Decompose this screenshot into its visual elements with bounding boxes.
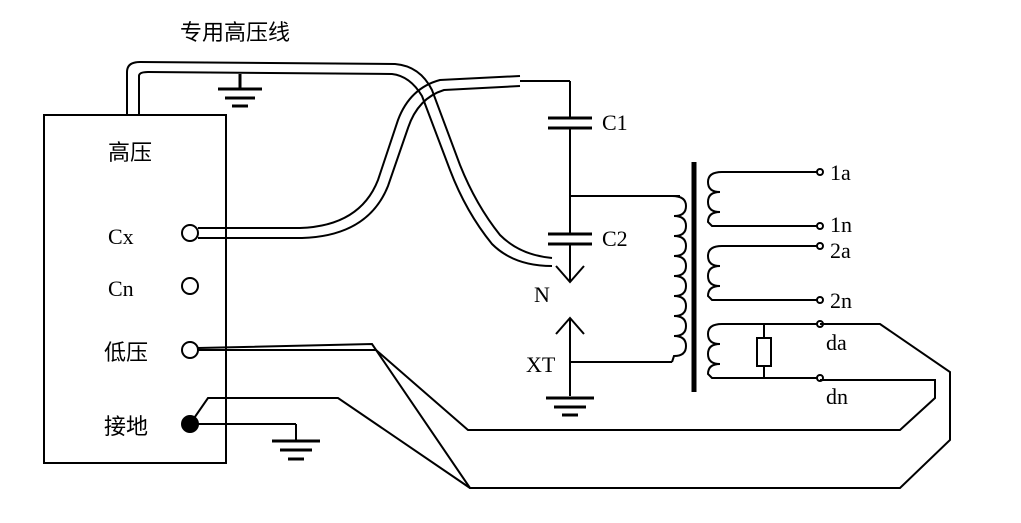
cable-ground-symbol	[218, 74, 262, 108]
cx-cable	[198, 75, 521, 239]
c1-label: C1	[602, 110, 628, 135]
t1a-label: 1a	[830, 160, 851, 185]
t2n-label: 2n	[830, 288, 852, 313]
instrument-ground-symbol	[272, 439, 320, 461]
capacitor-divider	[548, 81, 592, 396]
ground-terminal-label: 接地	[104, 415, 148, 440]
cx-terminal	[181, 224, 199, 242]
hv-terminal-label: 高压	[108, 141, 152, 166]
xt-label: XT	[526, 352, 556, 377]
cable-label: 专用高压线	[180, 21, 290, 46]
t1n-label: 1n	[830, 212, 852, 237]
t2a-label: 2a	[830, 238, 851, 263]
primary-coil	[570, 195, 688, 363]
c2-label: C2	[602, 226, 628, 251]
cn-terminal-label: Cn	[108, 276, 134, 301]
lv-wire-loop	[197, 323, 951, 489]
hv-cable	[126, 60, 553, 267]
secondary-d	[706, 320, 824, 382]
xt-ground-symbol	[546, 396, 594, 417]
ground-wire	[189, 397, 471, 489]
secondary-2	[706, 242, 824, 304]
tda-label: da	[826, 330, 847, 355]
secondary-1	[706, 168, 824, 230]
cx-terminal-label: Cx	[108, 224, 134, 249]
instrument-box	[43, 114, 227, 464]
tdn-label: dn	[826, 384, 848, 409]
n-label: N	[534, 282, 550, 307]
lv-terminal	[181, 341, 199, 359]
lv-terminal-label: 低压	[104, 341, 148, 366]
cn-terminal	[181, 277, 199, 295]
